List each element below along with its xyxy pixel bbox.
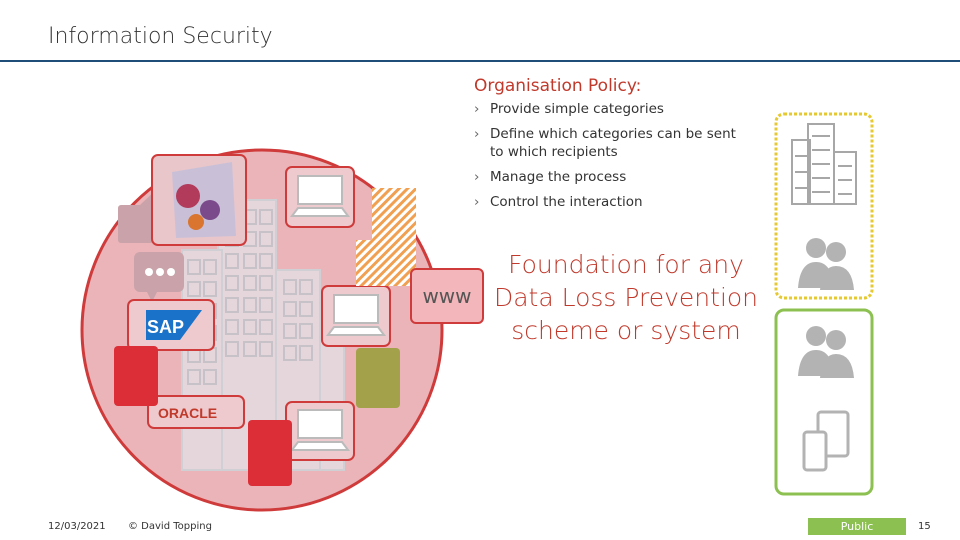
tablet-phone-icon <box>802 410 850 472</box>
bullet-text: Control the interaction <box>490 194 643 210</box>
footer-copyright: © David Topping <box>128 521 212 532</box>
people-icon <box>798 238 854 290</box>
policy-heading: Organisation Policy: <box>474 76 642 96</box>
chevron-right-icon: › <box>474 194 480 210</box>
people-icon <box>798 326 854 378</box>
internal-users-box <box>774 308 874 496</box>
bullet-text: Provide simple categories <box>490 101 664 117</box>
oracle-logo-frame: ORACLE <box>147 395 245 429</box>
external-building-box <box>774 112 874 300</box>
chevron-right-icon: › <box>474 101 480 117</box>
building-icon <box>791 123 857 205</box>
building-icon <box>181 199 345 471</box>
bullet-item: › Define which categories can be sent to … <box>474 125 744 161</box>
laptop-icon <box>321 285 391 347</box>
bullet-item: › Manage the process <box>474 168 744 186</box>
olive-device-block <box>356 348 400 408</box>
bullet-text: Define which categories can be sent to w… <box>490 126 736 160</box>
dots-bubble-icon <box>134 252 184 302</box>
red-device-block <box>248 420 292 486</box>
laptop-icon <box>285 166 355 228</box>
hatched-region <box>356 188 416 286</box>
sap-logo: SAP <box>147 317 184 337</box>
policy-bullet-list: › Provide simple categories › Define which… <box>474 100 744 218</box>
chevron-right-icon: › <box>474 126 480 142</box>
laptop-icon <box>285 401 355 461</box>
footer-date: 12/03/2021 <box>48 521 106 532</box>
title-divider <box>0 60 960 62</box>
red-device-block <box>114 346 158 406</box>
sap-logo-frame: SAP <box>127 299 215 351</box>
slide-title: Information Security <box>48 24 273 49</box>
classification-badge: Public <box>808 518 906 535</box>
bullet-item: › Provide simple categories <box>474 100 744 118</box>
www-box: www <box>410 268 484 324</box>
bullet-item: › Control the interaction <box>474 193 744 211</box>
page-number: 15 <box>918 521 931 532</box>
database-image-icon <box>151 154 247 246</box>
oracle-logo: ORACLE <box>158 405 217 421</box>
chevron-right-icon: › <box>474 169 480 185</box>
foundation-statement: Foundation for any Data Loss Prevention … <box>493 250 759 345</box>
bullet-text: Manage the process <box>490 169 627 185</box>
